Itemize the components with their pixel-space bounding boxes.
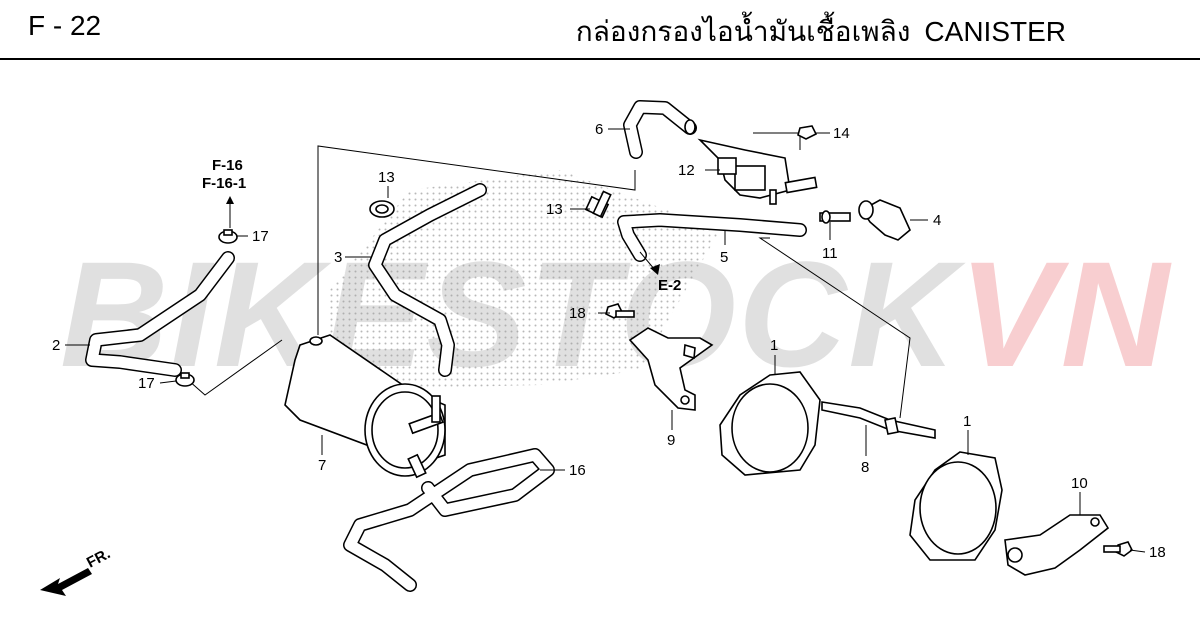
callout-11: 11: [822, 245, 838, 262]
leader-17-lower: [159, 380, 177, 384]
tube-16: [343, 448, 555, 592]
joint-11: [819, 210, 851, 224]
canister-7: [284, 334, 446, 479]
callout-18-upper: 18: [569, 305, 586, 322]
parts-diagram: F-16 F-16-1 E-2 FR. 2 3 13 6 12 14 13 5 …: [40, 100, 1166, 596]
callout-10: 10: [1071, 475, 1088, 492]
watermark-part-b: VN: [958, 230, 1172, 398]
callout-4: 4: [933, 212, 941, 229]
nut-15: [797, 125, 818, 140]
callout-8: 8: [861, 459, 869, 476]
tube-3: [368, 183, 487, 377]
bolt-18-lower: [1103, 541, 1134, 557]
title-english: CANISTER: [924, 16, 1066, 47]
tube-2: [85, 251, 235, 377]
group-line-clamp: [187, 339, 283, 396]
page-id: F - 22: [28, 10, 102, 41]
band-1-lower: [909, 451, 1003, 561]
stay-8: [821, 401, 936, 439]
band-1-upper: [719, 371, 821, 476]
callout-14: 13: [378, 169, 395, 186]
callout-1-upper: 1: [770, 337, 778, 354]
callout-17-upper: 17: [252, 228, 269, 245]
callout-13: 13: [546, 201, 563, 218]
tube-6: [623, 100, 697, 159]
ref-e2: E-2: [658, 277, 681, 294]
cap-4: [858, 199, 911, 241]
stay-9: [628, 327, 714, 411]
callout-16: 16: [569, 462, 586, 479]
clip-14: [369, 200, 395, 218]
callout-9: 9: [667, 432, 675, 449]
callout-1-lower: 1: [963, 413, 971, 430]
f16-arrow-head: [226, 196, 234, 204]
leader-18-lower: [1129, 549, 1146, 553]
ref-front: FR.: [84, 545, 113, 571]
header-bar: F - 22 กล่องกรองไอน้ำมันเชื้อเพลิง CANIST…: [0, 0, 1200, 60]
tube-5: [617, 213, 807, 262]
callout-7: 7: [318, 457, 326, 474]
callout-15: 14: [833, 125, 850, 142]
stay-10: [1004, 514, 1110, 576]
clip-13: [584, 190, 612, 219]
callout-6: 6: [595, 121, 603, 138]
callout-2: 2: [52, 337, 60, 354]
clamp-17-lower: [175, 372, 195, 387]
clamp-17-upper: [218, 229, 238, 244]
title-thai: กล่องกรองไอน้ำมันเชื้อเพลิง: [575, 16, 911, 47]
callout-18-lower: 18: [1149, 544, 1166, 561]
front-direction-arrow: [40, 568, 92, 596]
page-title: กล่องกรองไอน้ำมันเชื้อเพลิง CANISTER: [562, 10, 1066, 54]
ref-f16: F-16: [212, 157, 243, 174]
callout-5: 5: [720, 249, 728, 266]
group-line-stay: [758, 237, 911, 419]
ref-f16-1: F-16-1: [202, 175, 246, 192]
group-bracket-valve: [753, 132, 801, 150]
solenoid-valve-12: [697, 138, 818, 205]
group-bracket-canister: [317, 145, 636, 335]
e2-arrow-head: [650, 264, 660, 275]
callout-3: 3: [334, 249, 342, 266]
callout-12: 12: [678, 162, 695, 179]
callout-17-lower: 17: [138, 375, 155, 392]
